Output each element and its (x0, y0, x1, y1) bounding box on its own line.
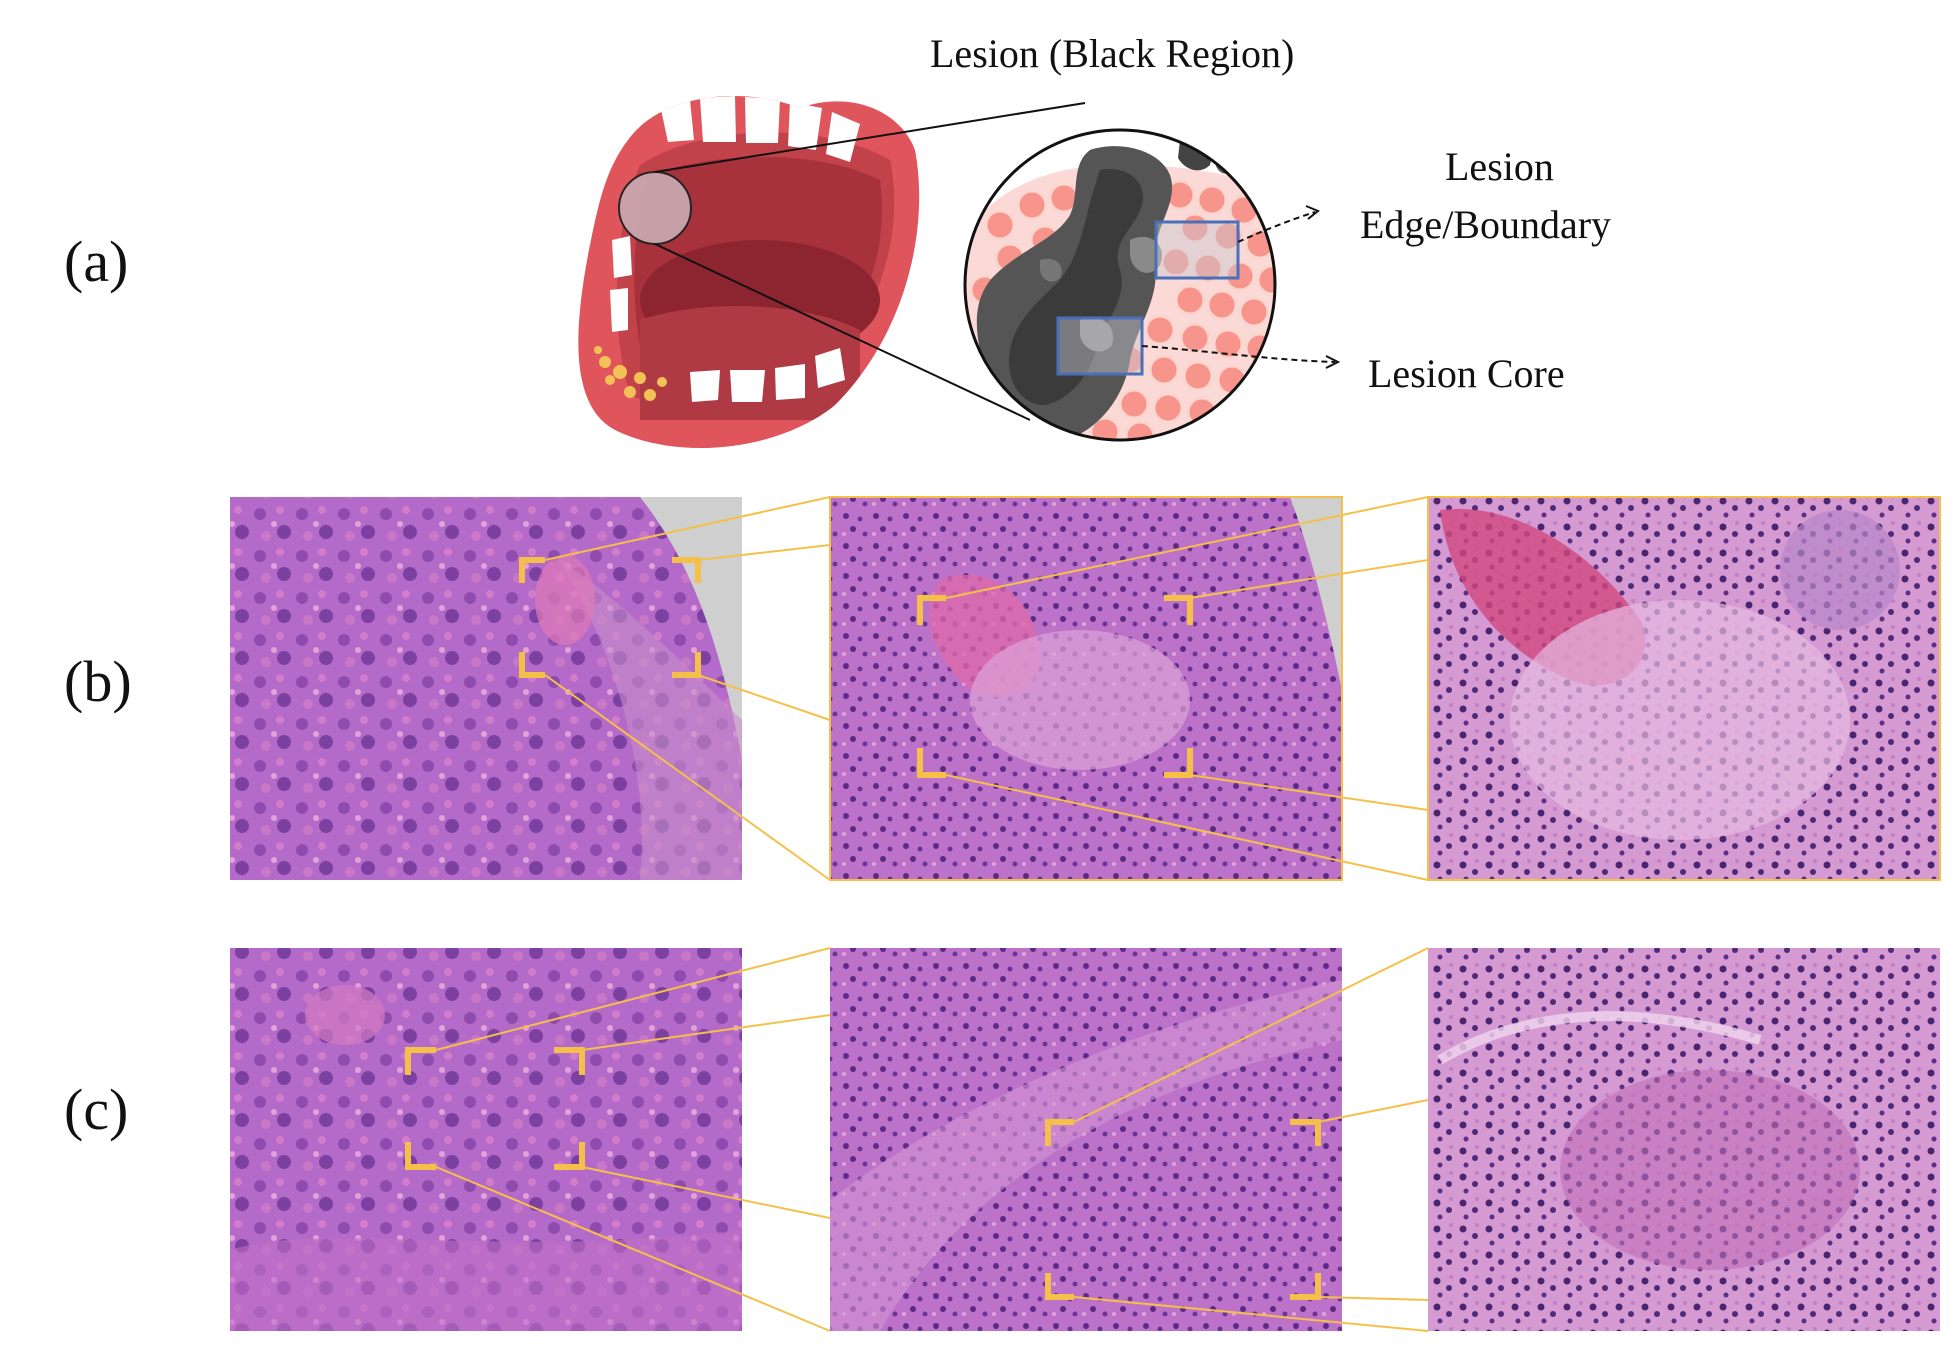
row-b (230, 496, 1941, 881)
histology-panels (230, 496, 1941, 1332)
row-c (230, 947, 1940, 1332)
lesion-spot (618, 171, 692, 245)
mouth-illustration (578, 96, 920, 449)
arrow-core (1141, 345, 1341, 369)
edge-label-line2: Edge/Boundary (1360, 202, 1612, 247)
tile-c-high (1428, 948, 1940, 1331)
connector-line-top (654, 102, 1086, 173)
zoom-connectors-b (544, 496, 1429, 881)
panel-label-a: (a) (64, 229, 129, 294)
panel-label-c: (c) (64, 1077, 129, 1142)
core-label: Lesion Core (1368, 351, 1565, 396)
roi-box-core (1056, 316, 1144, 376)
tile-b-high (1428, 497, 1940, 880)
edge-label-line1: Lesion (1445, 144, 1554, 189)
tile-b-low (230, 497, 742, 880)
connector-line-bottom (654, 243, 1031, 421)
arrow-edge (1237, 205, 1320, 243)
tile-c-medium (830, 948, 1342, 1331)
lesion-title-label: Lesion (Black Region) (930, 31, 1295, 76)
magnified-lesion-view (963, 128, 1277, 442)
panel-label-b: (b) (64, 649, 132, 714)
tile-c-low (230, 948, 742, 1331)
panel-a-illustration (578, 96, 1341, 449)
zoom-connectors-c (435, 947, 1429, 1332)
roi-box-edge (1154, 220, 1240, 280)
tile-b-medium (830, 497, 1342, 880)
